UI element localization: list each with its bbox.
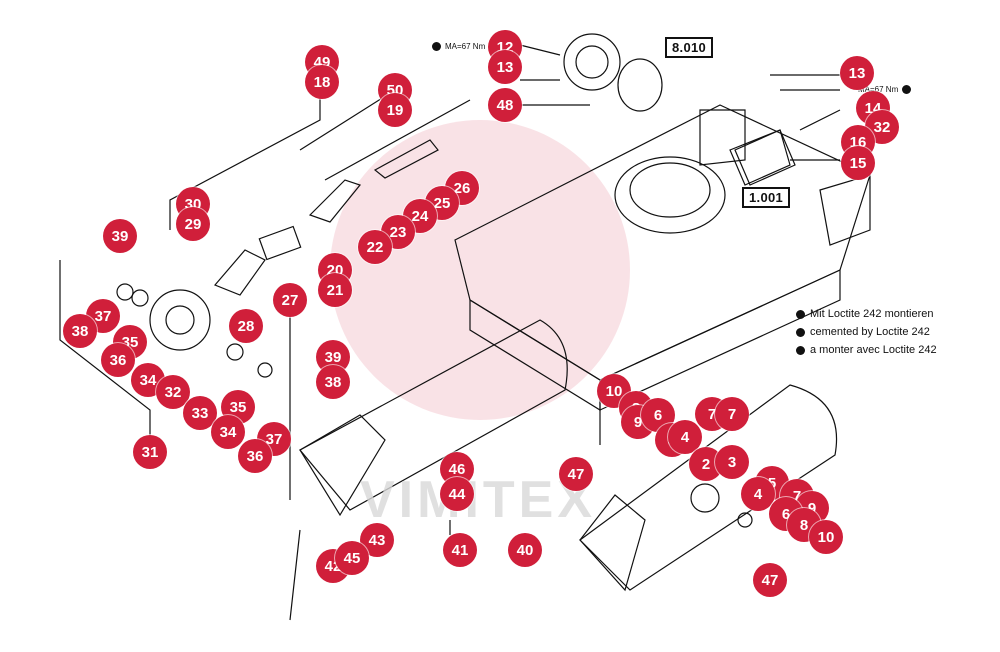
callout-10[interactable]: 10: [809, 520, 843, 554]
callout-38[interactable]: 38: [63, 314, 97, 348]
callout-40[interactable]: 40: [508, 533, 542, 567]
callout-19[interactable]: 19: [378, 93, 412, 127]
callout-37[interactable]: 37: [86, 299, 120, 333]
bullet-icon: [796, 309, 805, 319]
callout-36[interactable]: 36: [238, 439, 272, 473]
callout-3[interactable]: 3: [715, 445, 749, 479]
callout-27[interactable]: 27: [273, 283, 307, 317]
callout-45[interactable]: 45: [335, 541, 369, 575]
callout-28[interactable]: 28: [229, 309, 263, 343]
loctite-note-de: Mit Loctite 242 montieren: [796, 308, 934, 320]
bullet-icon: [432, 42, 441, 51]
bullet-icon: [796, 327, 805, 337]
callout-47[interactable]: 47: [559, 457, 593, 491]
callout-4[interactable]: 4: [741, 477, 775, 511]
callout-4[interactable]: 4: [668, 420, 702, 454]
torque-note-left: MA=67 Nm: [428, 42, 485, 51]
bullet-icon: [902, 85, 912, 94]
callout-32[interactable]: 32: [865, 110, 899, 144]
callout-39[interactable]: 39: [103, 219, 137, 253]
callout-36[interactable]: 36: [101, 343, 135, 377]
callout-29[interactable]: 29: [176, 207, 210, 241]
callout-13[interactable]: 13: [840, 56, 874, 90]
callout-44[interactable]: 44: [440, 477, 474, 511]
callout-22[interactable]: 22: [358, 230, 392, 264]
ref-box-cover[interactable]: 1.001: [742, 187, 791, 208]
callout-48[interactable]: 48: [488, 88, 522, 122]
callout-32[interactable]: 32: [156, 375, 190, 409]
callout-33[interactable]: 33: [183, 396, 217, 430]
callout-21[interactable]: 21: [318, 273, 352, 307]
callout-38[interactable]: 38: [316, 365, 350, 399]
bullet-icon: [796, 345, 805, 355]
torque-note-right: MA=67 Nm: [858, 85, 915, 94]
ref-box-top-sprocket[interactable]: 8.010: [665, 37, 714, 58]
callout-18[interactable]: 18: [305, 65, 339, 99]
callout-13[interactable]: 13: [488, 50, 522, 84]
watermark-logo: [330, 120, 630, 420]
callout-7[interactable]: 7: [715, 397, 749, 431]
callout-31[interactable]: 31: [133, 435, 167, 469]
callout-41[interactable]: 41: [443, 533, 477, 567]
loctite-note-en: cemented by Loctite 242: [796, 326, 930, 338]
watermark-text: VIMITEX: [360, 471, 597, 529]
callout-47[interactable]: 47: [753, 563, 787, 597]
callout-34[interactable]: 34: [211, 415, 245, 449]
callout-15[interactable]: 15: [841, 146, 875, 180]
loctite-note-fr: a monter avec Loctite 242: [796, 344, 937, 356]
